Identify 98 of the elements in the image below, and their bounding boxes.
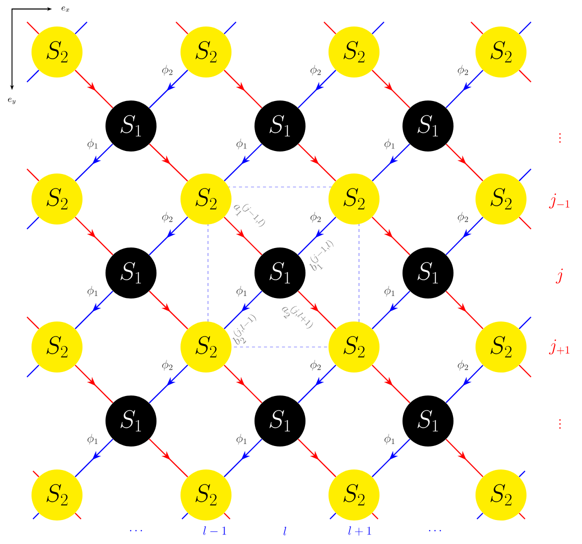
arrow [298,70,336,108]
arrow [224,216,262,256]
edge-label: $\phi_2$ [309,211,322,224]
line [518,216,532,230]
arrow [446,364,484,404]
line [476,512,484,520]
line [74,22,88,34]
edge-label: $\phi_2$ [161,359,174,372]
edge-label: $\phi_1$ [86,433,100,446]
arrow [298,216,336,256]
line [224,512,230,520]
line [74,512,82,520]
arrow [372,144,410,182]
line [26,22,40,34]
index-label: $\vdots$ [559,133,561,143]
line [26,364,40,378]
edge-label: $\phi_2$ [456,64,470,76]
edge-label: $\phi_2$ [309,64,322,76]
axis-label: $e_y$ [8,98,16,104]
arrow [74,290,114,330]
line [518,512,526,520]
edge-label: $\phi_1$ [383,433,396,446]
arrow [298,290,336,330]
index-label: $l+1$ [348,526,372,536]
line [32,512,40,520]
index-label: $\cdots$ [130,530,142,532]
coefficient-label: $b_2^{(j,l-1)}$ [232,314,256,344]
edge-label: $\phi_1$ [383,138,396,150]
arrow [372,364,410,404]
edge-label: $\phi_2$ [161,211,174,224]
arrow [372,70,410,108]
line [518,364,532,378]
line [26,316,40,330]
arrow [446,144,484,182]
line [26,216,40,230]
edge-label: $\phi_2$ [456,359,470,372]
line [32,470,40,478]
line [372,22,384,34]
arrow [74,364,114,404]
arrow [298,438,336,478]
arrow [148,364,188,404]
axis-label: $e_x$ [62,6,70,12]
edge-label: $\phi_1$ [86,138,100,150]
edge-label: $\phi_1$ [383,285,396,298]
line [26,70,40,82]
arrow [74,216,114,256]
arrow [74,70,114,108]
index-label: $\vdots$ [559,419,561,429]
line [470,22,484,34]
index-label: $\cdots$ [429,530,441,532]
line [26,168,40,182]
line [518,70,532,82]
edge-label: $a_1^{(j-1,l)}$ [230,196,268,236]
edge-label: $\phi_1$ [235,433,248,446]
arrow [224,364,262,404]
arrow [148,290,188,330]
arrow [446,290,484,330]
arrow [372,216,410,256]
edge-label: $a_2^{(j,l+1)}$ [278,299,316,337]
line [324,22,336,34]
edge-label: $\phi_1$ [235,285,248,298]
edge-label: $\phi_2$ [161,64,174,76]
index-label: $j_{-1}$ [549,194,570,208]
arrow [298,364,336,404]
index-label: $j_{+1}$ [549,340,570,354]
arrow [148,216,188,256]
arrow [74,144,114,182]
arrow [372,290,410,330]
index-label: $l$ [284,526,286,536]
index-label: $l-1$ [203,526,226,535]
edge-label: $\phi_2$ [456,211,470,224]
line [518,168,532,182]
line [518,22,532,34]
line [330,512,336,520]
line [224,22,236,34]
arrow [148,70,188,108]
edge-label: $\phi_2$ [309,359,322,372]
edge-label: $\phi_1$ [235,138,248,150]
arrow [446,216,484,256]
arrow [149,144,188,182]
line [182,512,188,520]
line [518,316,532,330]
line [176,22,188,34]
arrow [148,438,188,478]
arrow [224,144,262,182]
index-label: $j$ [556,268,563,284]
arrow [224,290,262,330]
coefficient-label: $b_1^{(j-1,l)}$ [309,240,334,271]
arrow [224,70,262,108]
line [372,512,378,520]
arrow [298,144,336,182]
arrow [74,438,114,478]
arrow [446,70,484,108]
line [518,470,526,478]
arrow [224,438,262,478]
arrow [372,438,410,478]
edge-label: $\phi_1$ [86,285,100,298]
arrow [446,438,484,478]
